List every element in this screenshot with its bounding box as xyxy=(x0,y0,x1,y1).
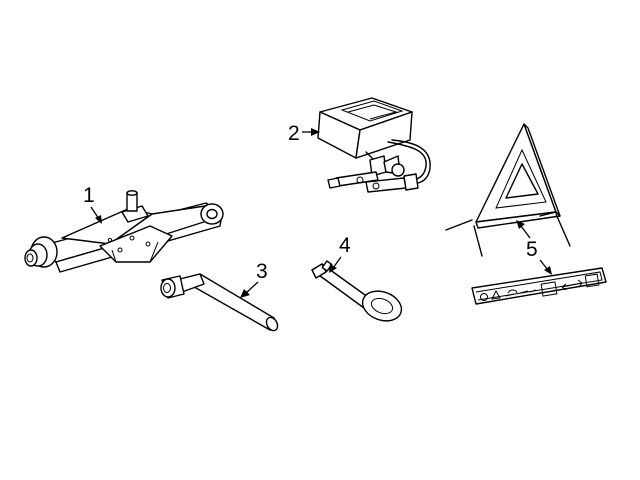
callout-number-1: 1 xyxy=(83,184,95,207)
callout-5-triangle-arrowhead xyxy=(516,220,525,229)
callout-number-3: 3 xyxy=(256,260,268,283)
callout-3-arrowhead xyxy=(240,289,250,298)
callout-number-2: 2 xyxy=(288,122,300,145)
callout-2-arrowhead xyxy=(311,128,320,136)
callout-5-plate-arrowhead xyxy=(544,266,552,275)
callout-number-4: 4 xyxy=(339,234,351,257)
callout-4-arrowhead xyxy=(329,264,337,273)
callout-number-5: 5 xyxy=(526,238,538,261)
callout-5-leader-triangle xyxy=(520,225,531,239)
lug-wrench-illustration xyxy=(160,273,279,332)
warning-triangle-illustration xyxy=(445,123,571,257)
warning-label-plate-illustration xyxy=(471,267,607,305)
tow-hook-illustration xyxy=(311,260,403,322)
callout-1-arrowhead xyxy=(95,215,102,224)
tool-bag-illustration xyxy=(317,97,431,193)
callout-4-leader xyxy=(332,256,342,269)
callout-3-leader xyxy=(245,281,259,294)
scissor-jack-illustration xyxy=(24,190,224,273)
